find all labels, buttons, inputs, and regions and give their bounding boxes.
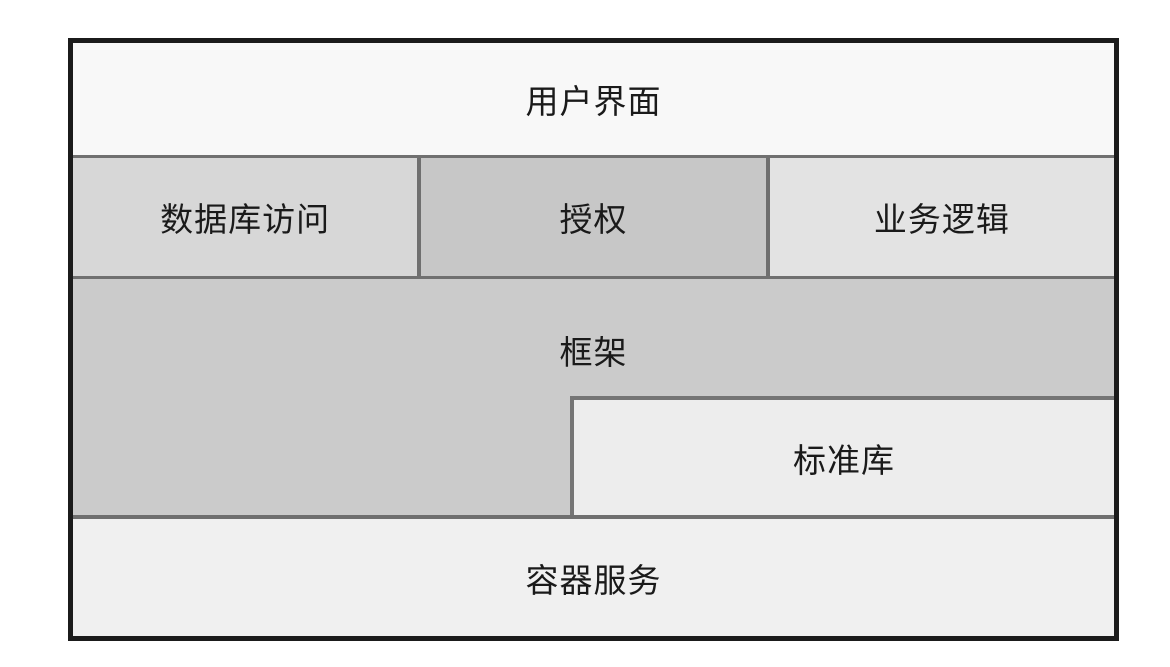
block-database-access: 数据库访问	[73, 158, 422, 276]
database-access-label: 数据库访问	[160, 200, 331, 239]
framework-label-area: 框架	[73, 279, 1114, 396]
layered-architecture-diagram: 用户界面 数据库访问 授权 业务逻辑 框架 标准库 容器服务	[68, 38, 1119, 641]
block-framework: 框架 标准库	[73, 279, 1114, 519]
block-business-logic: 业务逻辑	[769, 158, 1114, 276]
layer-user-interface: 用户界面	[73, 43, 1114, 158]
authorization-label: 授权	[559, 200, 628, 239]
block-standard-library: 标准库	[570, 396, 1114, 515]
framework-label: 框架	[559, 333, 628, 372]
user-interface-label: 用户界面	[525, 82, 662, 121]
block-authorization: 授权	[421, 158, 770, 276]
layer-container-services: 容器服务	[73, 519, 1114, 636]
standard-library-label: 标准库	[793, 440, 895, 480]
container-services-label: 容器服务	[525, 560, 662, 600]
business-logic-label: 业务逻辑	[873, 200, 1010, 239]
layer-middle: 数据库访问 授权 业务逻辑	[73, 158, 1114, 279]
